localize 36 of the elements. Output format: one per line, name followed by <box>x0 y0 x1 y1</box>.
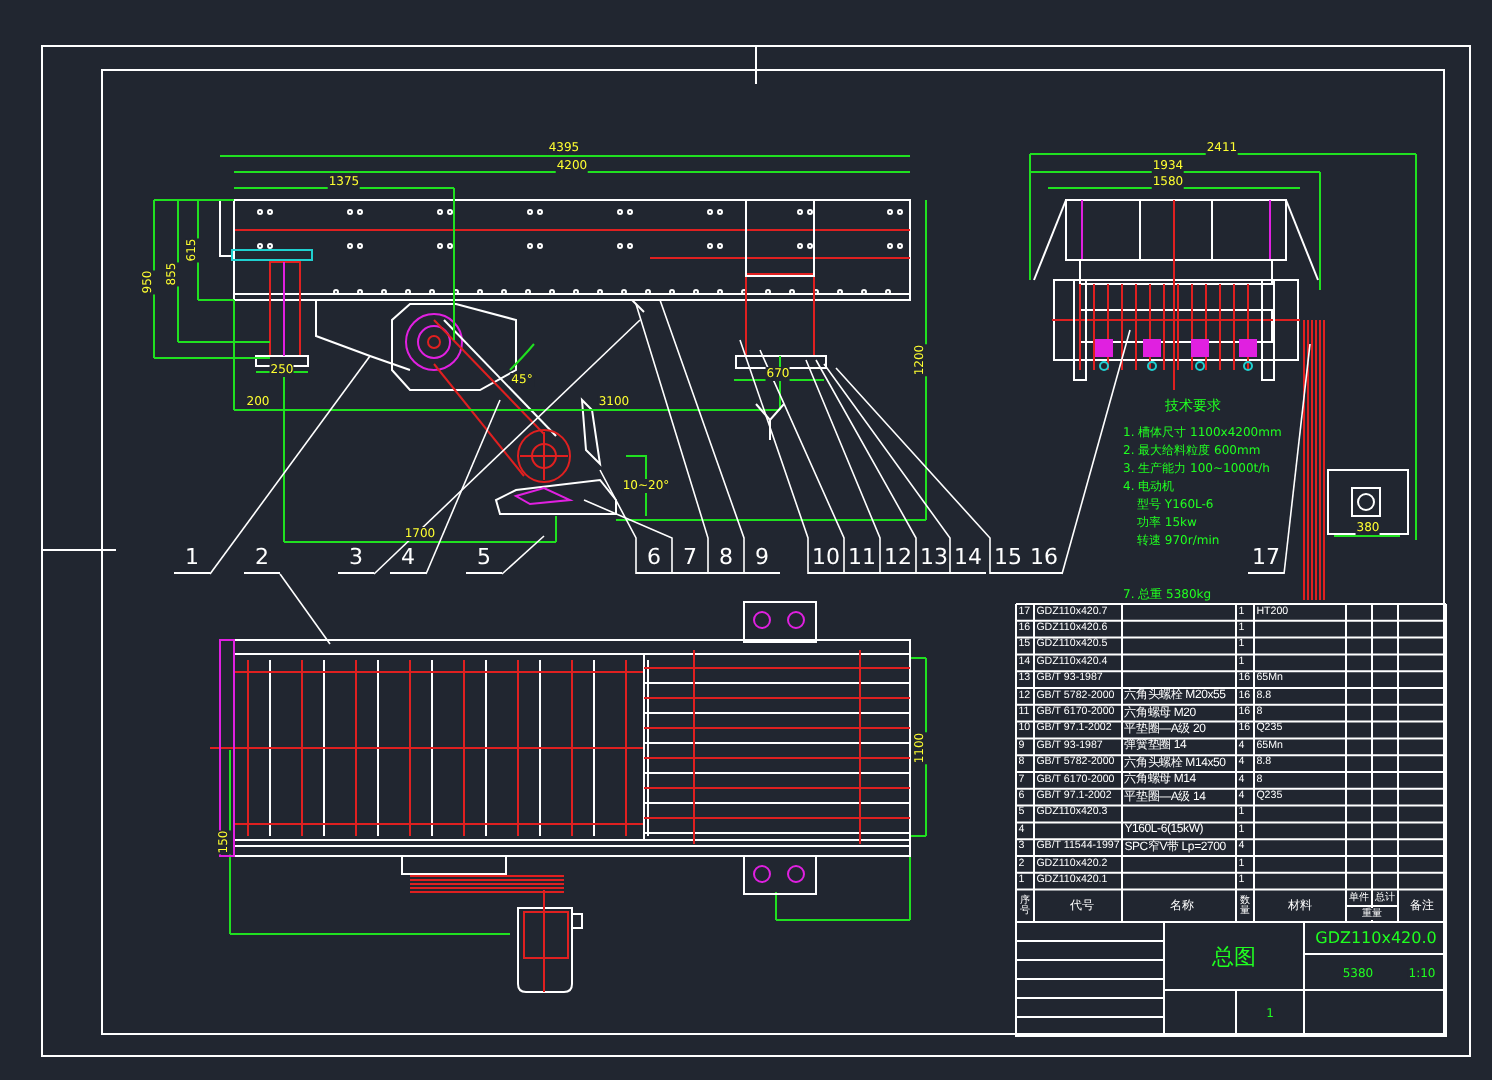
drawing-number: GDZ110x420.0 <box>1314 929 1438 947</box>
callout-number: 8 <box>708 546 744 574</box>
drawing-title: 总图 <box>1211 944 1257 968</box>
leader-line <box>209 355 371 575</box>
callout-number: 10 <box>808 546 844 574</box>
callout-number: 3 <box>338 546 374 574</box>
callout-number: 6 <box>636 546 672 574</box>
callout-number: 13 <box>916 546 952 574</box>
callout-number: 12 <box>880 546 916 574</box>
callout-number: 16 <box>1026 546 1062 574</box>
callout-number: 7 <box>672 546 708 574</box>
leader-line <box>1283 343 1311 575</box>
leader-line <box>501 535 545 575</box>
leader-line <box>659 299 745 575</box>
callout-number: 4 <box>390 546 426 574</box>
leader-line <box>805 359 881 575</box>
callout-number: 17 <box>1248 546 1284 574</box>
callout-number: 14 <box>950 546 986 574</box>
leader-line <box>835 367 991 575</box>
leader-line <box>635 303 709 575</box>
leader-line <box>823 363 951 575</box>
leader-line <box>279 573 331 645</box>
leader-line <box>373 319 641 575</box>
callout-number: 1 <box>174 546 210 574</box>
leader-line <box>1061 329 1131 575</box>
callout-number: 11 <box>844 546 880 574</box>
leader-line <box>583 499 673 575</box>
callout-number: 5 <box>466 546 502 574</box>
leader-line <box>425 399 501 575</box>
callout-number: 15 <box>990 546 1026 574</box>
callout-number: 2 <box>244 546 280 574</box>
leader-line <box>759 349 845 575</box>
callout-number: 9 <box>744 546 780 574</box>
leader-line <box>815 359 917 575</box>
leader-line <box>739 339 809 575</box>
leader-line <box>599 469 637 575</box>
